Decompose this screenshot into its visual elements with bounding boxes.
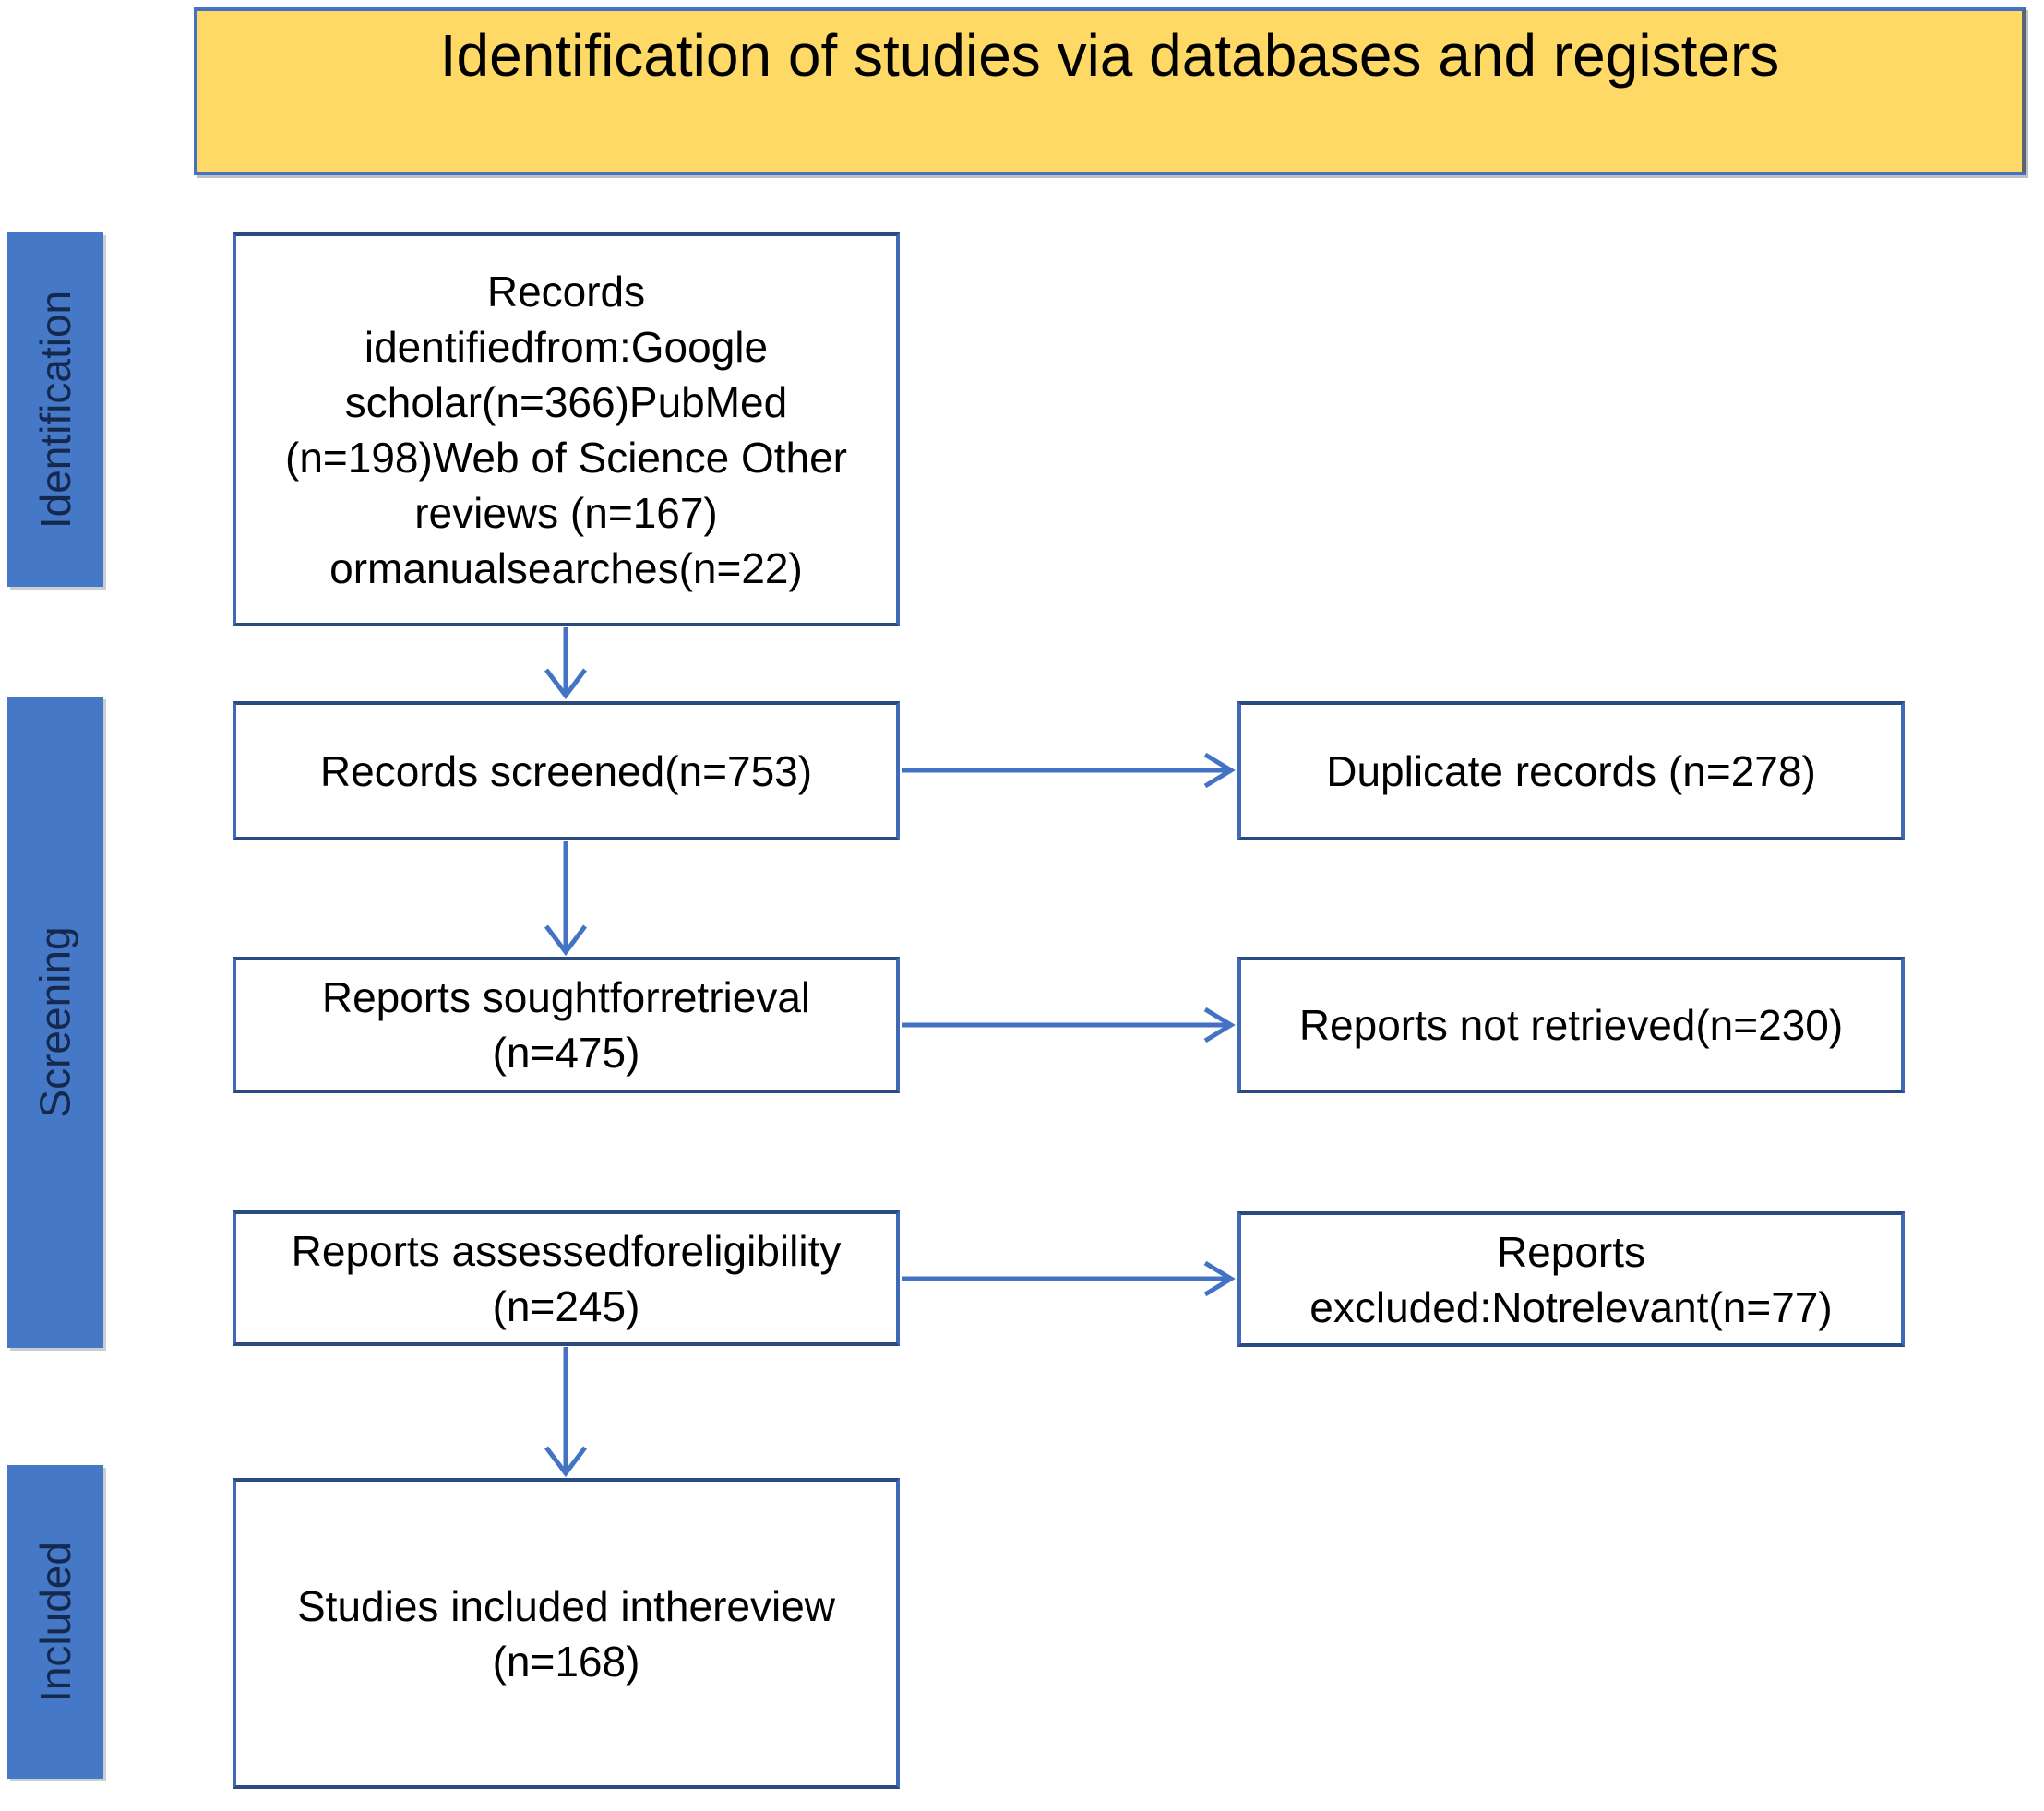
stage-bar-included: Included [7, 1465, 103, 1779]
stage-bar-screening: Screening [7, 697, 103, 1348]
box-records-identified-text: Records identifiedfrom:Google scholar(n=… [285, 267, 847, 592]
diagram-header: Identification of studies via databases … [194, 7, 2026, 175]
box-records-identified: Records identifiedfrom:Google scholar(n=… [233, 232, 900, 626]
stage-label-screening: Screening [31, 926, 80, 1118]
box-duplicate-records-text: Duplicate records (n=278) [1326, 746, 1816, 795]
stage-label-identification: Identification [31, 290, 79, 530]
box-reports-assessed-text: Reports assessedforeligibility (n=245) [291, 1226, 842, 1330]
box-duplicate-records: Duplicate records (n=278) [1237, 701, 1905, 840]
arrow-screened-to-duplicates [902, 752, 1236, 789]
box-records-screened: Records screened(n=753) [233, 701, 900, 840]
box-reports-sought: Reports soughtforretrieval (n=475) [233, 957, 900, 1093]
arrow-assessed-to-excluded [902, 1260, 1236, 1297]
box-reports-sought-text: Reports soughtforretrieval (n=475) [321, 973, 811, 1077]
box-reports-not-retrieved: Reports not retrieved(n=230) [1237, 957, 1905, 1093]
box-studies-included: Studies included inthereview (n=168) [233, 1478, 900, 1789]
box-reports-excluded: Reports excluded:Notrelevant(n=77) [1237, 1211, 1905, 1347]
box-reports-assessed: Reports assessedforeligibility (n=245) [233, 1210, 900, 1346]
arrow-screened-to-sought [544, 841, 587, 957]
arrow-identified-to-screened [544, 627, 587, 700]
stage-label-included: Included [31, 1542, 80, 1702]
arrow-assessed-to-included [544, 1347, 587, 1478]
box-reports-excluded-text: Reports excluded:Notrelevant(n=77) [1309, 1227, 1833, 1331]
box-studies-included-text: Studies included inthereview (n=168) [296, 1581, 836, 1686]
stage-bar-identification: Identification [7, 232, 103, 587]
diagram-title: Identification of studies via databases … [439, 22, 1780, 89]
arrow-sought-to-not-retrieved [902, 1007, 1236, 1043]
box-records-screened-text: Records screened(n=753) [319, 746, 813, 795]
box-reports-not-retrieved-text: Reports not retrieved(n=230) [1298, 1001, 1844, 1049]
